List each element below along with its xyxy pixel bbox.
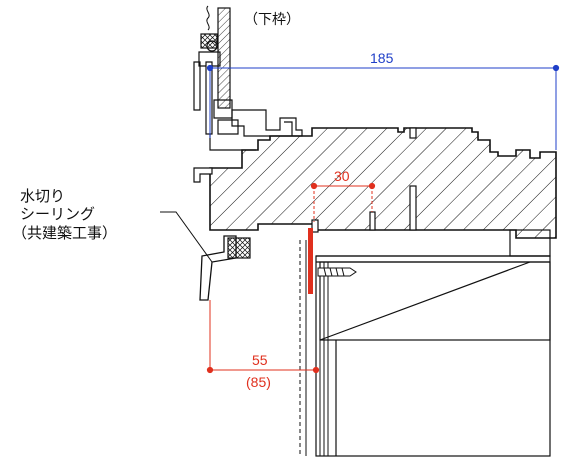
dimension-label-185: 185: [370, 50, 394, 66]
screw: [317, 267, 357, 277]
red-member: [308, 228, 313, 294]
dimension-label-30: 30: [334, 168, 350, 184]
dimension-30: [310, 182, 376, 222]
sill-main-hatched: [209, 127, 557, 239]
glazing-hatched: [217, 7, 231, 109]
dimension-label-85: (85): [246, 374, 271, 390]
dimension-185: [206, 64, 560, 150]
dimension-55: [206, 300, 320, 374]
callout-label-note: （共建築工事）: [12, 224, 118, 242]
callout-label-flashing: 水切り: [20, 187, 66, 205]
drawing-title: （下枠）: [244, 12, 300, 28]
interior-box: [315, 229, 551, 457]
water-drip-flashing: [193, 167, 213, 183]
wall-layers: [299, 240, 329, 456]
dimension-label-55: 55: [252, 352, 268, 368]
callout-label-sealant: シーリング: [20, 205, 96, 223]
sill-grooves: [311, 127, 417, 233]
callout-leader: [160, 211, 213, 263]
sealant: [227, 237, 251, 259]
break-line: [206, 5, 210, 31]
